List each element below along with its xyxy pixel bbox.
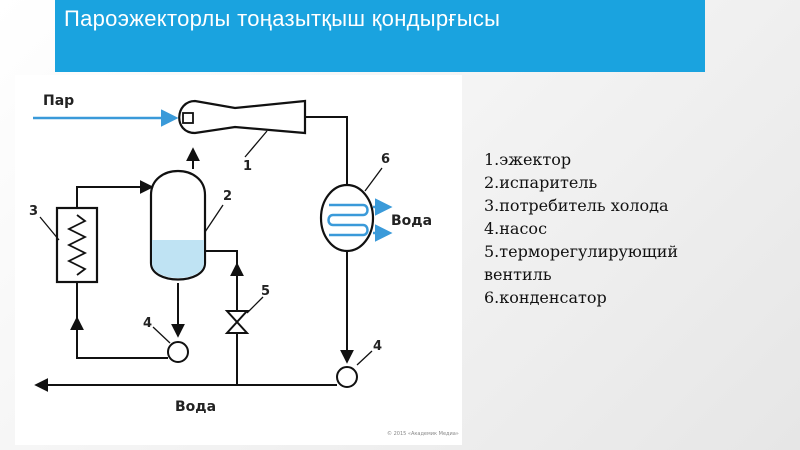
pump-right-leader xyxy=(356,350,373,366)
ejector-leader xyxy=(244,130,268,158)
legend-item-5-cont: вентиль xyxy=(484,265,552,284)
legend-item-5: 5.терморегулирующий xyxy=(484,242,679,261)
number-6: 6 xyxy=(381,152,390,167)
valve-line xyxy=(205,250,238,310)
legend-item-3: 3.потребитель холода xyxy=(484,196,669,215)
consumer-to-evaporator-line xyxy=(76,180,154,208)
legend-item-4: 4.насос xyxy=(484,219,548,238)
number-5: 5 xyxy=(261,284,270,299)
legend: 1.эжектор 2.испаритель 3.потребитель хол… xyxy=(484,148,784,309)
copyright-text: © 2015 «Академик Медиа» xyxy=(387,430,459,437)
condenser-leader xyxy=(364,167,383,192)
consumer-leader xyxy=(39,216,60,241)
number-3: 3 xyxy=(29,204,38,219)
legend-item-6: 6.конденсатор xyxy=(484,288,607,307)
ejector-nozzle xyxy=(182,112,194,124)
valve-leader xyxy=(246,296,264,314)
pump-left xyxy=(167,341,189,363)
diagram-svg: Пар 1 2 3 4 5 xyxy=(29,93,459,437)
cold-consumer-coil xyxy=(66,214,88,276)
number-4-right: 4 xyxy=(373,339,382,354)
condenser-coil xyxy=(327,203,369,237)
pump-right xyxy=(336,366,358,388)
cold-consumer xyxy=(55,206,99,284)
refrigeration-diagram: Пар 1 2 3 4 5 xyxy=(15,75,462,445)
title-bar: Пароэжекторлы тоңазытқыш қондырғысы xyxy=(55,0,705,72)
steam-label: Пар xyxy=(43,93,74,109)
ejector-to-condenser-line xyxy=(305,116,348,187)
water-label-bottom: Вода xyxy=(175,399,216,415)
pump-left-to-consumer-line xyxy=(70,316,168,359)
evaporator-leader xyxy=(204,204,224,233)
number-1: 1 xyxy=(243,159,252,174)
evaporator-liquid xyxy=(152,240,204,278)
number-4-left: 4 xyxy=(143,316,152,331)
water-label-right: Вода xyxy=(391,213,432,229)
legend-item-1: 1.эжектор xyxy=(484,150,572,169)
pump-left-leader xyxy=(152,326,171,344)
ejector xyxy=(178,99,307,135)
legend-item-2: 2.испаритель xyxy=(484,173,598,192)
number-2: 2 xyxy=(223,189,232,204)
thermostatic-valve xyxy=(224,310,250,334)
slide-title: Пароэжекторлы тоңазытқыш қондырғысы xyxy=(64,6,501,31)
